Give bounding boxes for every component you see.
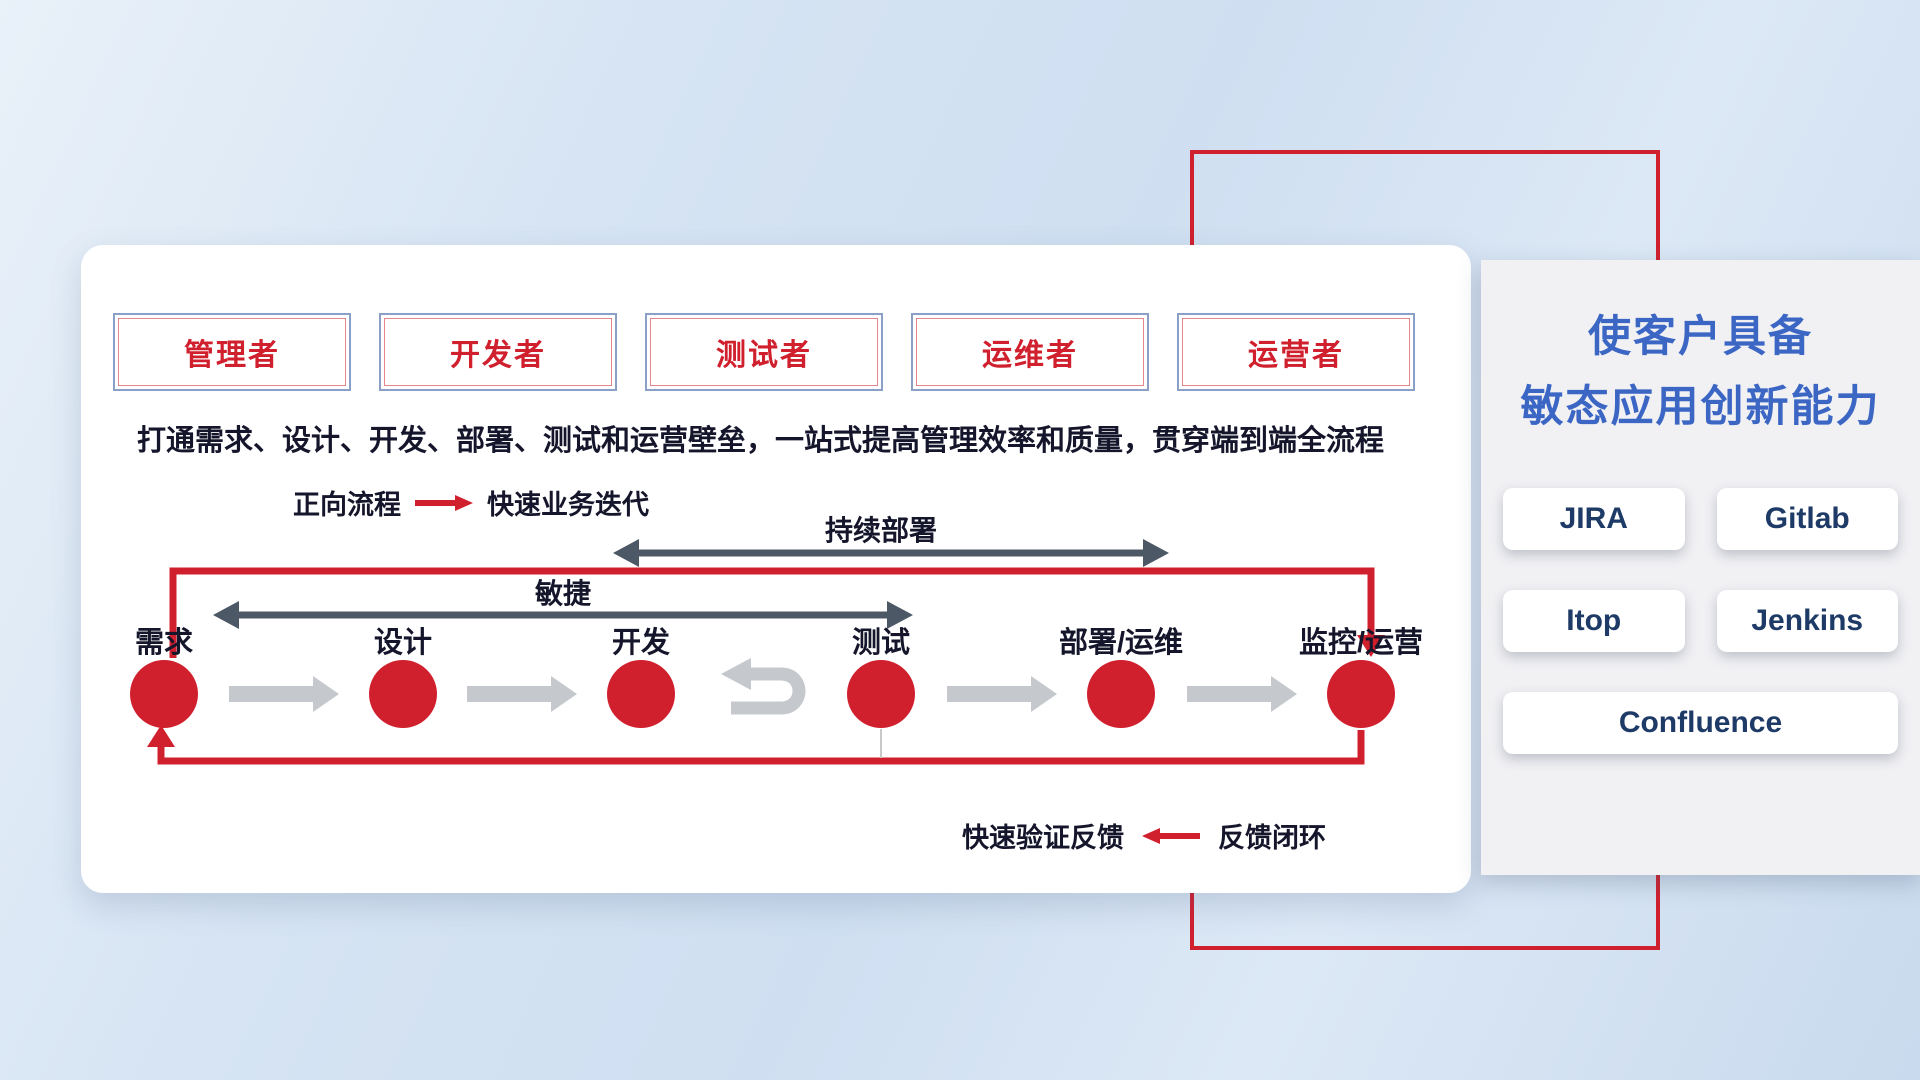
node-circle-development (607, 660, 675, 728)
role-box-tester: 测试者 (645, 313, 883, 391)
legend-forward-value: 快速业务迭代 (487, 490, 649, 520)
role-box-operator: 运营者 (1177, 313, 1415, 391)
tool-buttons: JIRA Gitlab Itop Jenkins Confluence (1503, 488, 1898, 754)
tool-jenkins: Jenkins (1716, 590, 1898, 652)
feedback-arrow-icon (1142, 827, 1200, 844)
node-circle-design (369, 660, 437, 728)
forward-arrow-icon (415, 494, 473, 511)
role-box-developer: 开发者 (379, 313, 617, 391)
tool-jira: JIRA (1503, 488, 1685, 550)
role-boxes: 管理者 开发者 测试者 运维者 运营者 (113, 313, 1415, 391)
node-label-testing: 测试 (851, 627, 910, 659)
legend-feedback: 快速验证反馈 反馈闭环 (962, 816, 1326, 855)
agile-label: 敏捷 (534, 578, 591, 609)
node-circle-requirements (130, 660, 198, 728)
legend-forward-label: 正向流程 (293, 490, 401, 520)
node-circle-testing (847, 660, 915, 728)
side-title-line2: 敏态应用创新能力 (1520, 383, 1881, 431)
node-label-requirements: 需求 (134, 627, 193, 659)
tools-card: 使客户具备 敏态应用创新能力 JIRA Gitlab Itop Jenkins … (1481, 260, 1920, 875)
legend-feedback-value: 反馈闭环 (1218, 823, 1326, 853)
role-box-ops: 运维者 (911, 313, 1149, 391)
side-title-line1: 使客户具备 (1588, 313, 1813, 361)
tool-confluence: Confluence (1503, 692, 1898, 754)
node-label-monitor-operate: 监控/运营 (1298, 627, 1424, 659)
tool-gitlab: Gitlab (1716, 488, 1898, 550)
node-label-development: 开发 (611, 627, 670, 659)
node-label-design: 设计 (373, 627, 432, 659)
continuous-deploy-label: 持续部署 (824, 515, 937, 546)
node-label-deploy-ops: 部署/运维 (1058, 627, 1184, 659)
tool-itop: Itop (1503, 590, 1685, 652)
role-box-manager: 管理者 (113, 313, 351, 391)
node-circle-monitor-operate (1327, 660, 1395, 728)
legend-feedback-label: 快速验证反馈 (962, 823, 1124, 853)
flow-diagram-graphics (147, 539, 1385, 765)
devops-flow-card: 管理者 开发者 测试者 运维者 运营者 打通需求、设计、开发、部署、测试和运营壁… (81, 245, 1471, 893)
flow-description: 打通需求、设计、开发、部署、测试和运营壁垒，一站式提高管理效率和质量，贯穿端到端… (137, 425, 1385, 457)
node-circle-deploy-ops (1087, 660, 1155, 728)
legend-forward: 正向流程 快速业务迭代 (293, 483, 649, 522)
